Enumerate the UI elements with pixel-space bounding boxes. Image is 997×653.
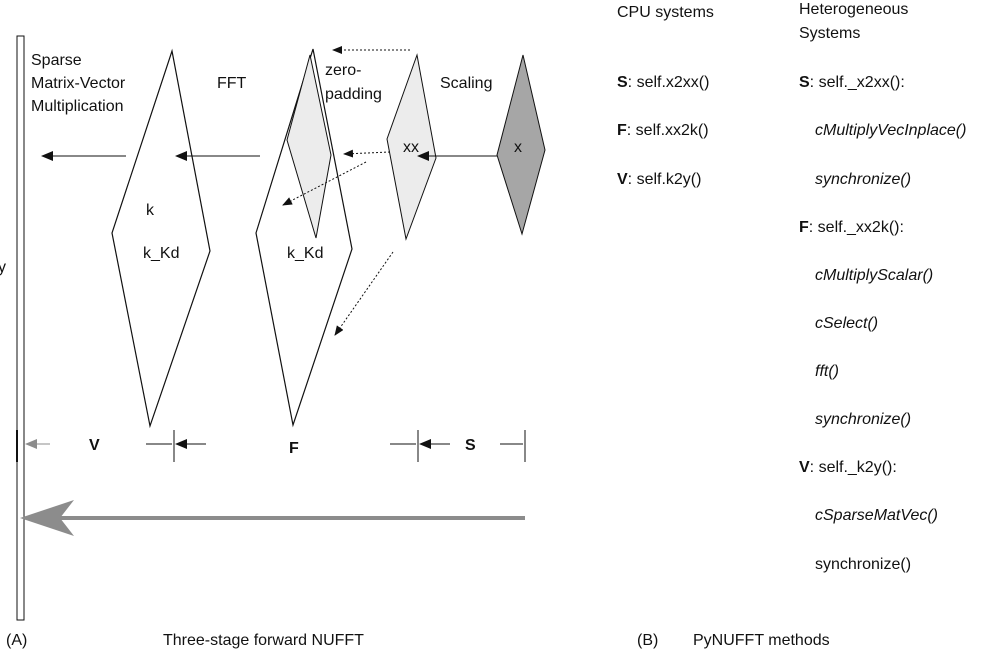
k-array-diamond — [111, 48, 211, 429]
y-array-shape — [16, 35, 25, 621]
dotted-arrow-middle — [343, 149, 391, 158]
hetero-call: fft() — [815, 363, 839, 380]
xx-label: xx — [403, 139, 419, 156]
cpu-heading: CPU systems — [617, 4, 714, 21]
cpu-item-v: V: self.k2y() — [617, 171, 701, 188]
k-label: k — [146, 202, 155, 219]
hetero-call: cSelect() — [815, 315, 878, 332]
interval-v-label: V — [89, 437, 100, 454]
zero-padding-label: zero- padding — [325, 62, 382, 103]
cpu-item-s: S: self.x2xx() — [617, 74, 709, 91]
panel-b-caption: PyNUFFT methods — [693, 632, 830, 649]
hetero-heading: Heterogeneous Systems — [799, 1, 913, 42]
k-kd-label-mid: k_Kd — [287, 245, 323, 262]
panel-a-caption: Three-stage forward NUFFT — [163, 632, 364, 649]
hetero-group-v: V: self._k2y(): — [799, 459, 897, 476]
hetero-group-s: S: self._x2xx(): — [799, 74, 905, 91]
panel-a-tag: (A) — [6, 632, 27, 649]
x-label: x — [514, 139, 522, 156]
dotted-arrow-lower — [334, 251, 394, 336]
panel-b: CPU systems S: self.x2xx() F: self.xx2k(… — [617, 1, 966, 649]
hetero-call: synchronize() — [815, 171, 911, 188]
hetero-group-f: F: self._xx2k(): — [799, 219, 904, 236]
hetero-call: cMultiplyVecInplace() — [815, 122, 966, 139]
panel-b-tag: (B) — [637, 632, 658, 649]
k-kd-label-left: k_Kd — [143, 245, 179, 262]
sparse-stage-label: Sparse Matrix-Vector Multiplication — [31, 52, 130, 115]
interval-s-label: S — [465, 437, 476, 454]
zero-padded-region — [286, 54, 332, 239]
dotted-arrow-diagonal — [282, 161, 367, 206]
overall-arrow-head — [20, 500, 74, 536]
fft-stage-label: FFT — [217, 75, 247, 92]
hetero-call: synchronize() — [815, 411, 911, 428]
panel-a: y k k_Kd k_Kd xx x Sparse Matrix-Vector … — [0, 35, 546, 649]
x-array-diamond — [496, 54, 546, 236]
scaling-stage-label: Scaling — [440, 75, 492, 92]
xx-array-diamond — [386, 53, 437, 241]
hetero-call: cMultiplyScalar() — [815, 267, 933, 284]
hetero-call: cSparseMatVec() — [815, 507, 938, 524]
hetero-last-call: synchronize() — [815, 556, 911, 573]
interval-f-label: F — [289, 440, 299, 457]
y-label: y — [0, 259, 6, 276]
cpu-item-f: F: self.xx2k() — [617, 122, 709, 139]
